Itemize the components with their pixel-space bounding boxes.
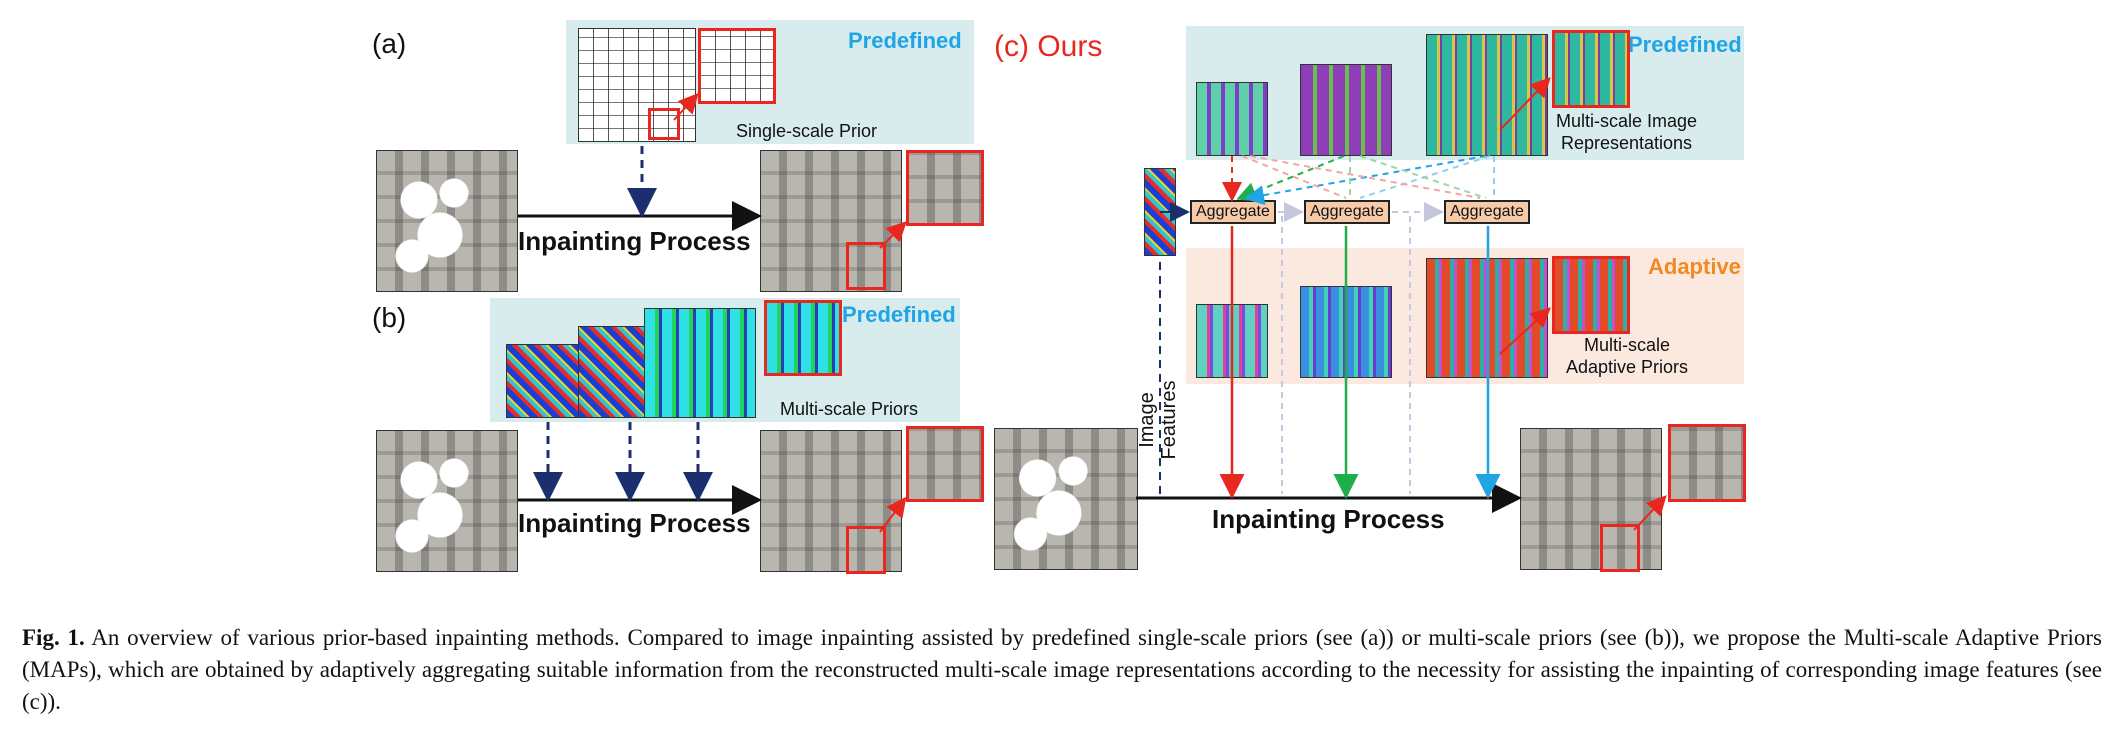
- panel-b-letter: (b): [372, 302, 407, 333]
- panel-c-predefined-label: Predefined: [1628, 32, 1742, 57]
- figure-caption-label: Fig. 1.: [22, 625, 85, 650]
- panel-c-masked-input-image: [994, 428, 1138, 570]
- panel-b-prior-caption: Multi-scale Priors: [780, 399, 919, 419]
- panel-c-representation-small: [1196, 82, 1268, 156]
- panel-c-representation-caption-line-2: Representations: [1560, 133, 1693, 153]
- panel-a-zoom-inset: [698, 28, 776, 104]
- panel-c-representation-medium: [1300, 64, 1392, 156]
- panel-a-zoom-region: [648, 108, 680, 140]
- aggregate-box-2: Aggregate: [1304, 200, 1390, 224]
- panel-a-output-image: [760, 150, 902, 292]
- panel-b-output-zoom-arrow: [879, 496, 907, 533]
- panel-b-output-zoom-inset: [906, 426, 984, 502]
- panel-a-output-zoom-arrow: [879, 221, 907, 249]
- rep-zoom-arrow: [1499, 77, 1551, 131]
- panel-c-adaptive-caption: Multi-scale Adaptive Priors: [1566, 334, 1688, 378]
- panel-a-output-zoom-inset: [906, 150, 984, 226]
- panel-c-adaptive-label: Adaptive: [1648, 254, 1741, 279]
- panel-b-masked-input-image: [376, 430, 518, 572]
- adaptive-zoom-arrow: [1499, 307, 1551, 355]
- rep-small-to-aggregate-2: [1241, 155, 1347, 199]
- panel-c-title: (c) Ours: [994, 30, 1103, 63]
- panel-a-output-zoom-region: [846, 242, 886, 290]
- panel-c-output-zoom-arrow: [1633, 495, 1667, 531]
- panel-c-representation-caption-line-1: Multi-scale Image: [1556, 111, 1698, 131]
- panel-c-adaptive-zoom-inset: [1552, 256, 1630, 334]
- panel-b-predefined-label: Predefined: [842, 302, 956, 327]
- panel-b-prior-scale-2: [578, 326, 646, 418]
- panel-c-representation-large: [1426, 34, 1548, 156]
- panel-a-prior-caption: Single-scale Prior: [736, 121, 878, 141]
- panel-b-prior-scale-3: [644, 308, 756, 418]
- rep-large-to-aggregate-1: [1244, 155, 1487, 206]
- panel-c-process-label: Inpainting Process: [1212, 504, 1445, 534]
- panel-c-representation-caption: Multi-scale Image Representations: [1556, 110, 1697, 154]
- panel-c-adaptive-caption-line-2: Adaptive Priors: [1566, 357, 1689, 377]
- panel-a-masked-input-image: [376, 150, 518, 292]
- aggregate-box-3: Aggregate: [1444, 200, 1530, 224]
- panel-a-edge-prior-image: [578, 28, 696, 142]
- panel-a-predefined-label: Predefined: [848, 28, 962, 53]
- panel-c-output-zoom-region: [1600, 524, 1640, 572]
- panel-a-process-label: Inpainting Process: [518, 226, 751, 256]
- rep-small-to-aggregate-3: [1249, 155, 1481, 199]
- panel-b-output-zoom-region: [846, 526, 886, 574]
- panel-a-zoom-arrow: [673, 93, 699, 121]
- panel-a-letter: (a): [372, 28, 407, 59]
- panel-c-adaptive-caption-line-1: Multi-scale: [1584, 335, 1671, 355]
- panel-b-zoom-inset: [764, 300, 842, 376]
- panel-b-process-label: Inpainting Process: [518, 508, 751, 538]
- panel-c-representation-zoom-inset: [1552, 30, 1630, 108]
- panel-c-output-zoom-inset: [1668, 424, 1746, 502]
- figure-caption: Fig. 1. An overview of various prior-bas…: [22, 622, 2102, 718]
- rep-medium-to-aggregate-3: [1359, 155, 1487, 199]
- figure-caption-text: An overview of various prior-based inpai…: [22, 625, 2102, 714]
